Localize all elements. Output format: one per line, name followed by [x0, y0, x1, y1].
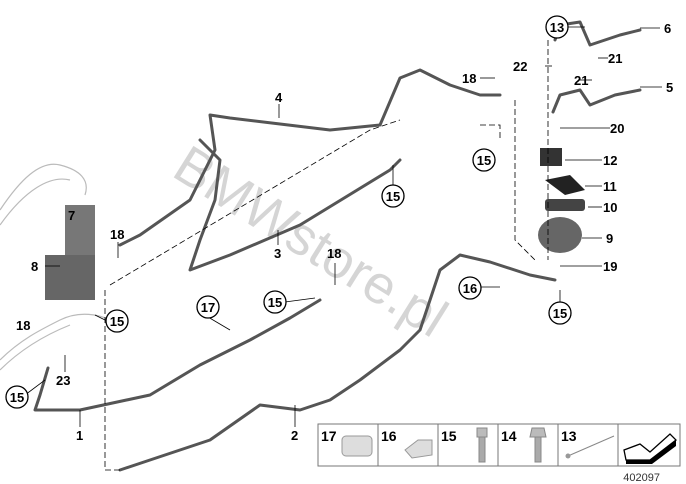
callout-2: 2 [291, 428, 298, 443]
clip-16-icon [404, 439, 433, 459]
callout-18: 18 [327, 246, 341, 261]
legend-14: 14 [501, 428, 517, 444]
callout-7: 7 [68, 208, 75, 223]
callout-21: 21 [608, 51, 622, 66]
callout-19: 19 [603, 259, 617, 274]
callout-18: 18 [462, 71, 476, 86]
hose-5 [551, 88, 642, 114]
bolt-15-icon [476, 427, 488, 463]
callout-15: 15 [5, 385, 29, 409]
svg-text:13: 13 [550, 20, 564, 35]
line-4 [118, 68, 502, 247]
callout-11: 11 [603, 179, 617, 194]
callout-18: 18 [110, 227, 124, 242]
callout-20: 20 [610, 121, 624, 136]
callout-5: 5 [666, 80, 673, 95]
svg-text:15: 15 [110, 314, 124, 329]
legend-17: 17 [321, 428, 337, 444]
callout-15: 15 [105, 309, 129, 333]
engine-hoses-background [0, 163, 111, 371]
callout-17: 17 [196, 295, 220, 319]
svg-text:17: 17 [201, 300, 215, 315]
line-2 [118, 253, 557, 472]
callout-6: 6 [664, 21, 671, 36]
parts-legend: 17 16 15 14 13 402097 [317, 423, 681, 484]
legend-16: 16 [381, 428, 397, 444]
drawing-number: 402097 [623, 472, 660, 484]
part-12 [540, 148, 562, 166]
line-3 [188, 138, 402, 272]
callout-12: 12 [603, 153, 617, 168]
callout-13: 13 [545, 15, 569, 39]
cable-tie-13-icon [565, 435, 615, 459]
arrow-icon [623, 433, 677, 464]
callout-1: 1 [76, 428, 83, 443]
callout-18: 18 [16, 318, 30, 333]
legend-13: 13 [561, 428, 577, 444]
callout-22: 22 [513, 59, 527, 74]
callout-8: 8 [31, 259, 38, 274]
svg-text:16: 16 [463, 281, 477, 296]
svg-text:15: 15 [386, 189, 400, 204]
part-8 [45, 255, 95, 300]
svg-text:15: 15 [553, 306, 567, 321]
callout-15: 15 [472, 148, 496, 172]
callout-15: 15 [381, 184, 405, 208]
circled-callouts: 13 15 15 15 16 17 15 15 15 15 [0, 0, 572, 409]
svg-text:15: 15 [477, 153, 491, 168]
clip-17-icon [341, 435, 373, 457]
callout-15: 15 [0, 0, 14, 3]
part-9 [538, 217, 582, 253]
dashed-guides [104, 40, 549, 471]
part-11 [545, 175, 585, 195]
svg-text:15: 15 [268, 295, 282, 310]
callout-16: 16 [458, 276, 482, 300]
part-10 [545, 199, 585, 211]
callout-15: 15 [263, 290, 287, 314]
callout-9: 9 [606, 231, 613, 246]
line-1 [33, 298, 322, 412]
callout-23: 23 [56, 373, 70, 388]
bolt-14-icon [529, 427, 547, 463]
callout-3: 3 [274, 246, 281, 261]
legend-15: 15 [441, 428, 457, 444]
svg-text:15: 15 [10, 390, 24, 405]
callout-4: 4 [275, 90, 283, 105]
callout-10: 10 [603, 200, 617, 215]
plain-callouts: 1 2 3 4 5 6 7 8 9 10 11 12 18 18 18 18 1… [16, 21, 673, 443]
callout-15: 15 [548, 301, 572, 325]
callout-21: 21 [574, 73, 588, 88]
leader-lines [24, 26, 662, 427]
